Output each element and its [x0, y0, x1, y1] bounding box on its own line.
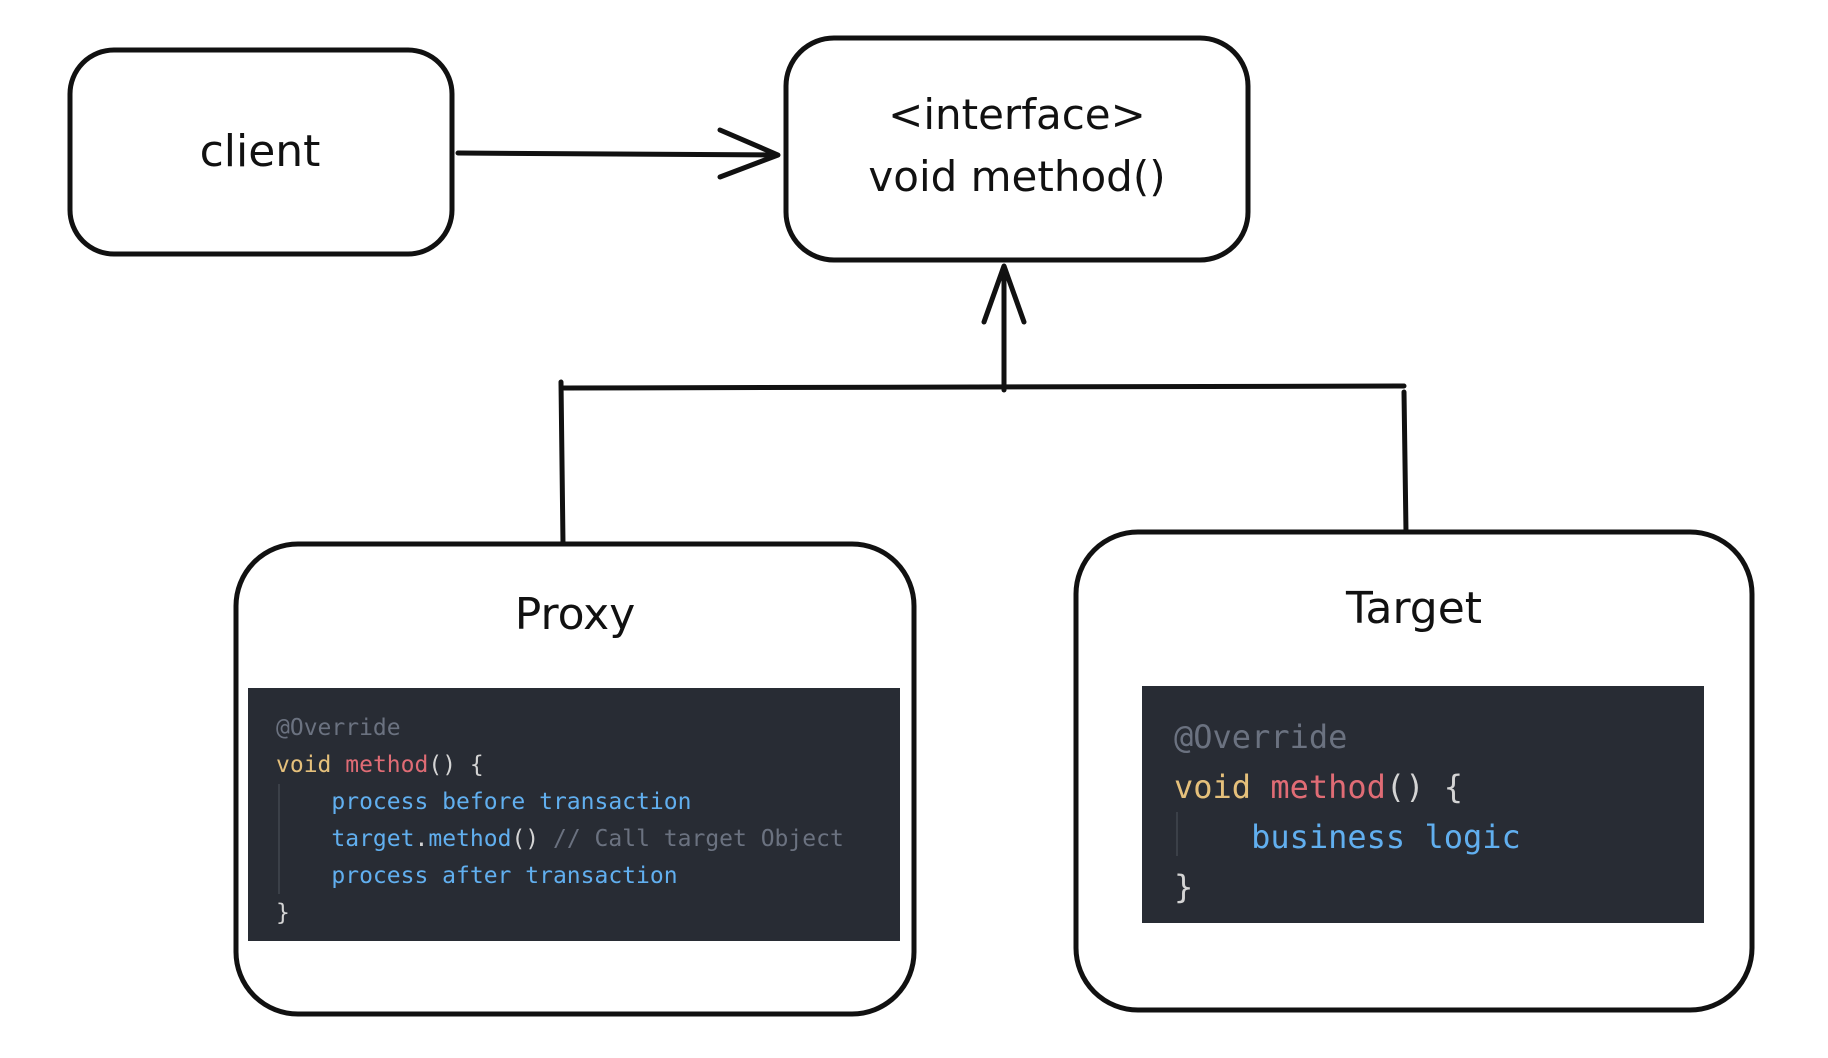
proxy-open-brace: {	[469, 752, 484, 778]
proxy-box	[233, 541, 917, 1017]
proxy-method-paren: ()	[428, 752, 457, 778]
target-connector-line	[1401, 389, 1409, 535]
proxy-keyword: void	[276, 752, 332, 778]
client-to-interface-line	[455, 150, 779, 158]
client-to-interface-arrowhead	[717, 127, 781, 180]
proxy-body-after: process after transaction	[331, 863, 678, 889]
target-label: Target	[1345, 583, 1483, 634]
target-code-body-line: business logic	[1174, 812, 1704, 862]
target-body-text: business logic	[1251, 818, 1521, 856]
target-code-closing-line: }	[1174, 862, 1704, 912]
interface-box	[783, 35, 1251, 263]
proxy-code-annotation-line: @Override	[276, 710, 900, 747]
proxy-body-before: process before transaction	[331, 789, 692, 815]
target-box	[1073, 529, 1755, 1013]
target-open-brace: {	[1443, 768, 1463, 806]
proxy-annotation: @Override	[276, 715, 401, 741]
proxy-code-block: @Override void method() { process before…	[248, 688, 900, 941]
interface-arrowhead	[981, 263, 1027, 325]
proxy-dot: .	[414, 826, 429, 852]
proxy-target-call-paren: ()	[511, 826, 540, 852]
implementation-bus-line	[561, 383, 1407, 391]
proxy-connector-line	[558, 379, 566, 547]
client-label: client	[199, 126, 321, 177]
interface-stereotype: <interface>	[888, 90, 1146, 139]
proxy-target-call: method	[428, 826, 512, 852]
interface-method-signature: void method()	[868, 152, 1166, 201]
target-code-block: @Override void method() { business logic…	[1142, 686, 1704, 923]
proxy-label: Proxy	[514, 589, 636, 640]
proxy-method-name: method	[345, 752, 429, 778]
proxy-indent-guide	[278, 784, 280, 894]
target-close-brace: }	[1174, 868, 1194, 906]
target-method-paren: ()	[1385, 768, 1425, 806]
proxy-code-body-line: process before transaction	[276, 784, 900, 821]
proxy-code-signature-line: void method() {	[276, 747, 900, 784]
target-annotation: @Override	[1174, 718, 1348, 756]
proxy-target-object: target	[331, 826, 415, 852]
proxy-comment: // Call target Object	[553, 826, 844, 852]
proxy-code-body-line: target.method() // Call target Object	[276, 821, 900, 858]
target-keyword: void	[1174, 768, 1252, 806]
target-method-name: method	[1270, 768, 1386, 806]
proxy-code-closing-line: }	[276, 895, 900, 932]
client-box	[67, 47, 455, 257]
target-code-annotation-line: @Override	[1174, 712, 1704, 762]
proxy-close-brace: }	[276, 900, 290, 926]
proxy-code-body-line: process after transaction	[276, 858, 900, 895]
interface-label: <interface> void method()	[786, 84, 1248, 208]
target-code-signature-line: void method() {	[1174, 762, 1704, 812]
target-indent-guide	[1176, 812, 1178, 856]
